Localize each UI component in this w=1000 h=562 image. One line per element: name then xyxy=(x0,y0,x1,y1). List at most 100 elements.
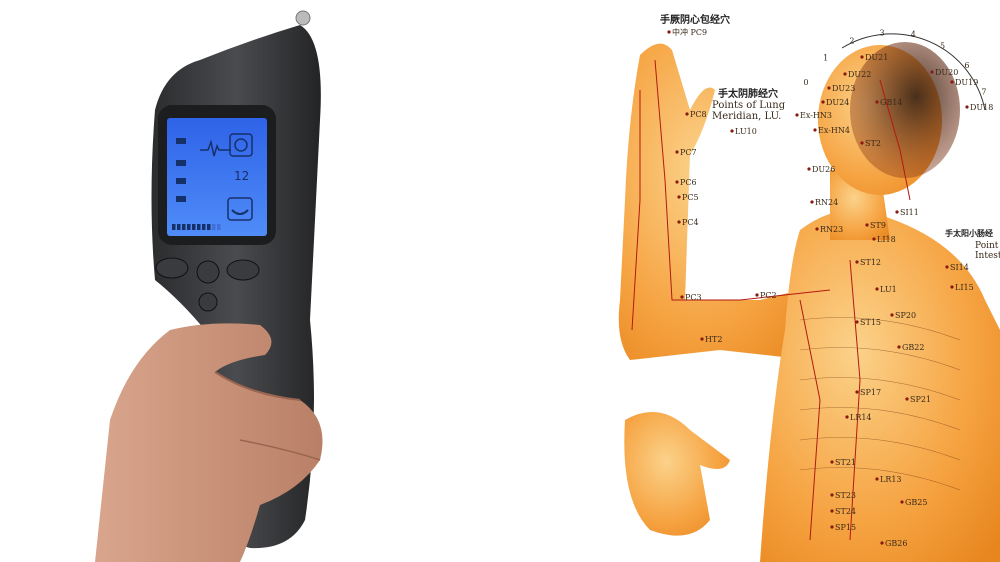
acupoint-marker xyxy=(897,345,901,349)
acupoint-label: DU22 xyxy=(848,70,871,79)
acupoint-marker xyxy=(675,180,679,184)
acupoint-label: GB25 xyxy=(905,498,927,507)
acupuncture-chart: 手厥阴心包经穴 手太阴肺经穴 Points of Lung Meridian, … xyxy=(618,13,1000,562)
acupoint-label: ST24 xyxy=(835,507,856,516)
left-button[interactable] xyxy=(155,257,189,279)
acupoint-label: SI11 xyxy=(900,208,919,217)
acupoint-label: DU26 xyxy=(812,165,835,174)
acupoint-label: SP15 xyxy=(835,523,856,532)
head-scale-arc xyxy=(841,33,986,111)
acupoint-marker xyxy=(905,397,909,401)
acupoint-marker xyxy=(675,150,679,154)
acupoint-label: DU19 xyxy=(955,78,978,87)
scale-tick-label: 1 xyxy=(823,54,828,63)
acupoint-label: DU20 xyxy=(935,68,958,77)
rib-lines xyxy=(799,317,961,491)
pulse-wave-icon xyxy=(200,139,231,157)
acupoint-marker xyxy=(945,265,949,269)
acupoint-marker xyxy=(875,477,879,481)
pericardium-title: 手厥阴心包经穴 xyxy=(660,13,730,26)
lcd-screen xyxy=(167,118,267,236)
acupoint-marker xyxy=(965,105,969,109)
acupoint-marker xyxy=(860,55,864,59)
acupoint-label: PC8 xyxy=(690,110,707,119)
acupoint-marker xyxy=(880,541,884,545)
acupoint-label: PC3 xyxy=(685,293,702,302)
acupoint-marker xyxy=(815,227,819,231)
small-intestine-en-1: Point xyxy=(975,241,999,251)
small-hand xyxy=(624,412,730,536)
acupoint-label: Ex-HN4 xyxy=(818,126,850,135)
acupoint-label: PC4 xyxy=(682,218,699,227)
acupoint-marker xyxy=(900,500,904,504)
hair-shade xyxy=(850,42,960,178)
acupoint-marker xyxy=(950,285,954,289)
acupoint-marker xyxy=(807,167,811,171)
side-icons xyxy=(176,138,186,202)
acupoint-label: GB22 xyxy=(902,343,924,352)
level-segment xyxy=(202,224,206,230)
acupoint-label: DU21 xyxy=(865,53,888,62)
center-button[interactable] xyxy=(196,260,220,284)
acupoint-marker xyxy=(730,129,734,133)
hand xyxy=(95,323,323,562)
acupoint-marker xyxy=(855,260,859,264)
acupoint-label: ST23 xyxy=(835,491,856,500)
acupoint-label: DU23 xyxy=(832,84,855,93)
acupoint-label: ST12 xyxy=(860,258,881,267)
acupoint-label: SP20 xyxy=(895,311,916,320)
small-intestine-en-2: Intest xyxy=(975,251,1000,261)
acupoint-label: PC6 xyxy=(680,178,697,187)
meridian-lines xyxy=(631,59,911,541)
lung-title-en-1: Points of Lung xyxy=(712,100,786,111)
acupoint-label: DU18 xyxy=(970,103,993,112)
acupoint-marker xyxy=(795,113,799,117)
acupoint-label: HT2 xyxy=(705,335,722,344)
acupoint-label: LI15 xyxy=(955,283,974,292)
control-buttons xyxy=(155,257,260,312)
scale-tick-label: 2 xyxy=(849,37,854,46)
level-segment xyxy=(197,224,201,230)
acupoint-marker xyxy=(680,295,684,299)
level-segment xyxy=(177,224,181,230)
right-button[interactable] xyxy=(226,259,260,281)
scale-tick-label: 4 xyxy=(911,30,916,39)
timer-readout: 12 xyxy=(234,169,249,183)
acupoint-label: SP21 xyxy=(910,395,931,404)
acupoint-label: LR13 xyxy=(880,475,902,484)
level-segment xyxy=(192,224,196,230)
small-intestine-title: 手太阳小肠经 xyxy=(945,228,993,238)
acupoint-marker xyxy=(830,509,834,513)
acupoint-marker xyxy=(845,415,849,419)
acupoint-label: LR14 xyxy=(850,413,872,422)
acupoint-marker xyxy=(865,223,869,227)
scale-tick-label: 6 xyxy=(964,61,969,70)
acupoint-label: RN23 xyxy=(820,225,843,234)
power-button[interactable] xyxy=(198,292,218,312)
acupoint-marker xyxy=(830,525,834,529)
acupoint-marker xyxy=(843,72,847,76)
acupoint-label: Ex-HN3 xyxy=(800,111,832,120)
acupoint-label: LU1 xyxy=(880,285,897,294)
lung-title-en-2: Meridian, LU. xyxy=(712,111,781,122)
acupoint-marker xyxy=(930,70,934,74)
acupoint-marker xyxy=(860,141,864,145)
device-photo: 12 xyxy=(95,10,323,562)
probe-tip xyxy=(295,10,311,26)
acupoint-label: PC2 xyxy=(760,291,777,300)
acupoint-marker xyxy=(667,30,671,34)
acupoint-marker xyxy=(875,100,879,104)
acupoint-marker xyxy=(855,390,859,394)
level-segment xyxy=(172,224,176,230)
level-bar xyxy=(172,224,221,230)
acupoint-marker xyxy=(755,293,759,297)
level-segment xyxy=(217,224,221,230)
acupoint-marker xyxy=(677,195,681,199)
acupoint-marker xyxy=(827,86,831,90)
acupoint-marker xyxy=(810,200,814,204)
acupoint-label: ST15 xyxy=(860,318,881,327)
acupoint-marker xyxy=(677,220,681,224)
acupoint-label: GB26 xyxy=(885,539,907,548)
level-segment xyxy=(207,224,211,230)
